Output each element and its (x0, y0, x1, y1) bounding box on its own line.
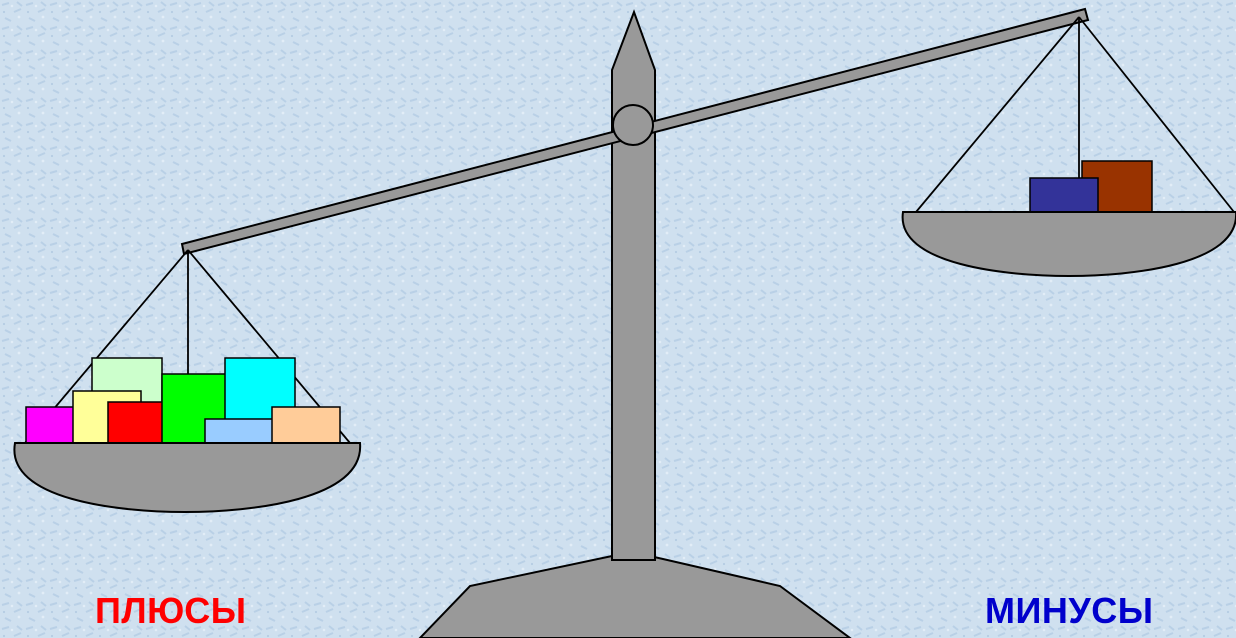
pan-block (205, 419, 275, 444)
pros-label: ПЛЮСЫ (95, 590, 247, 632)
scale-stand (612, 12, 655, 560)
pan-block (272, 407, 340, 444)
pan-block (1030, 178, 1098, 213)
pan-block (26, 407, 76, 444)
cons-label: МИНУСЫ (985, 590, 1154, 632)
pivot-knob (613, 105, 653, 145)
